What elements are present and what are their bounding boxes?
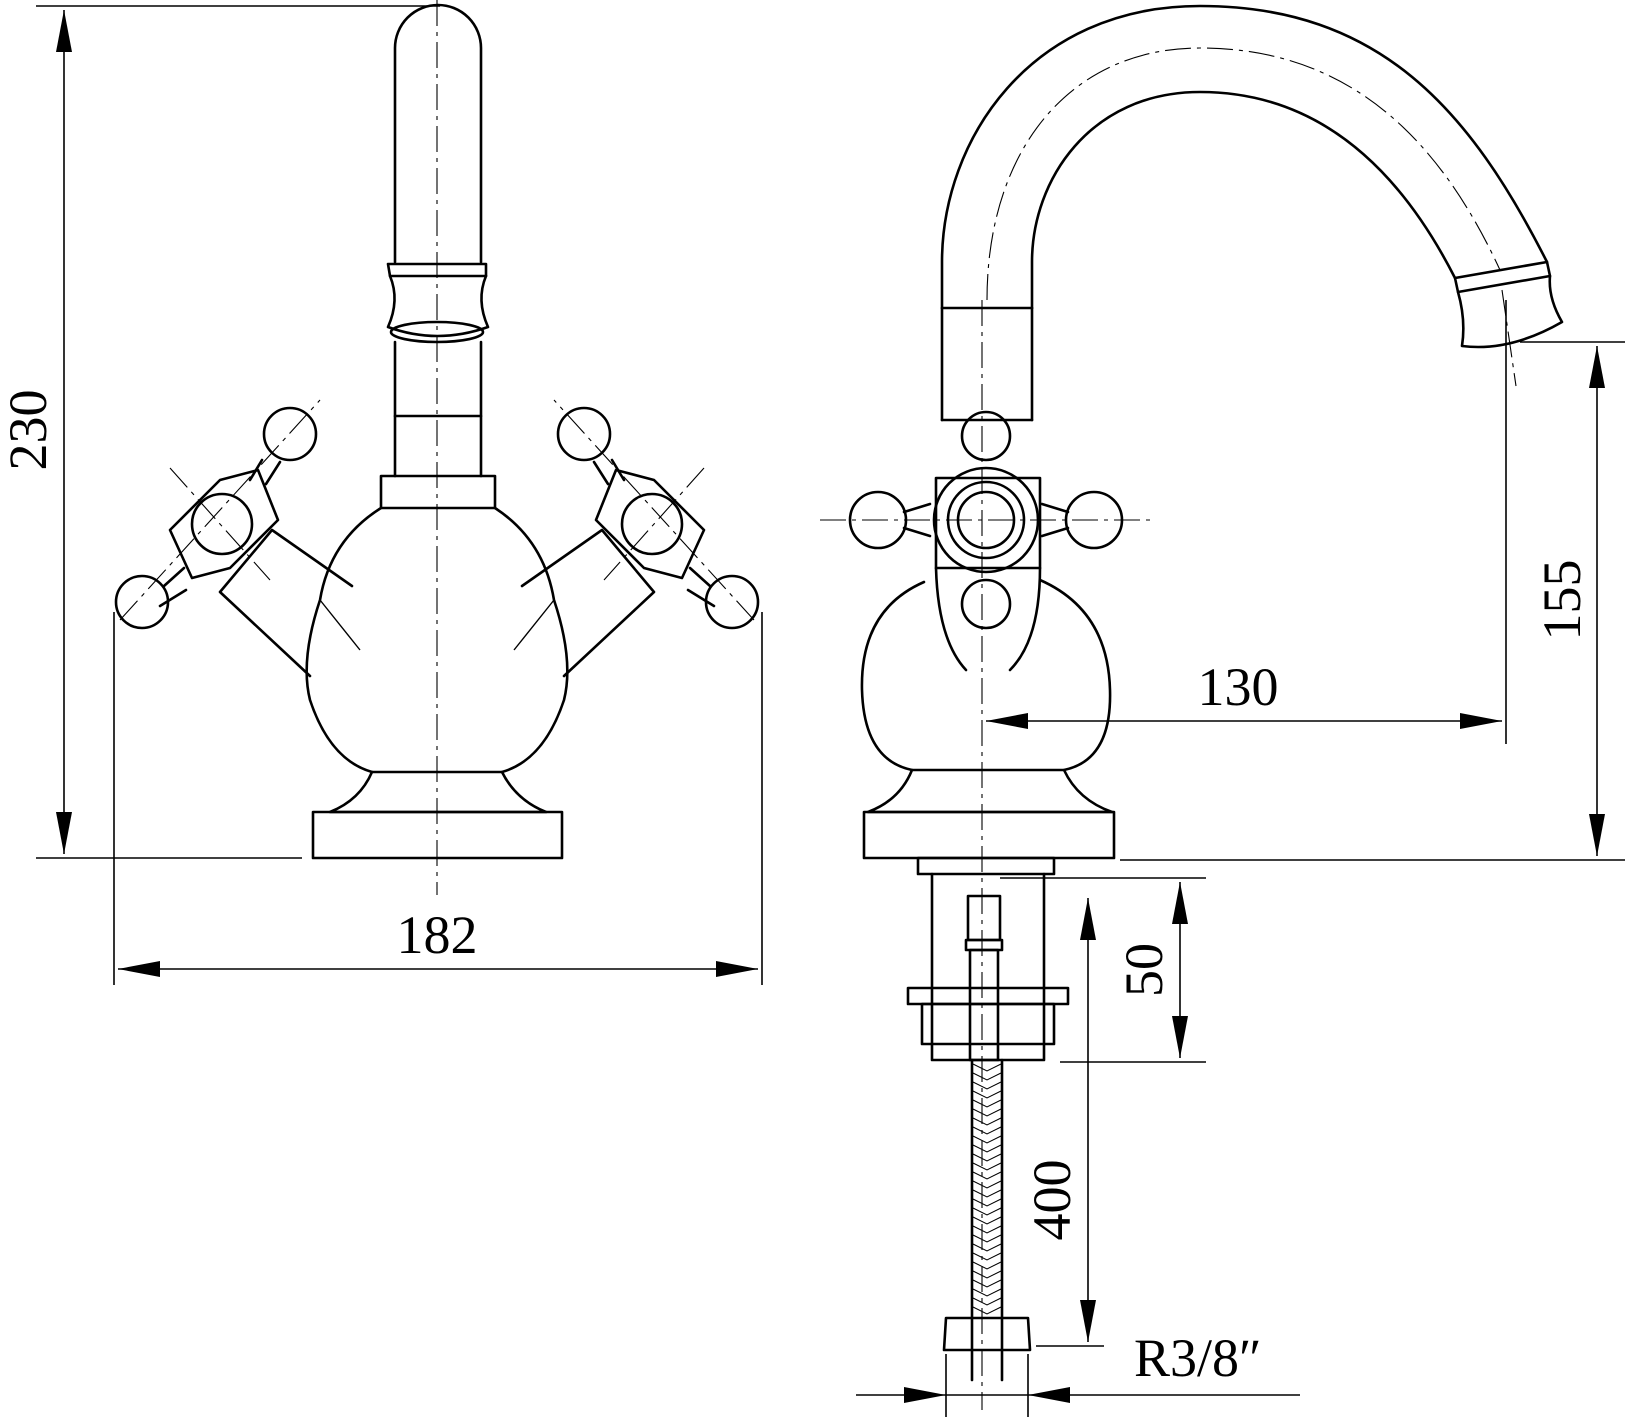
hose-braid-stroke [972, 1072, 1002, 1081]
hose-braid-stroke [972, 1180, 1002, 1189]
hose-braid-stroke [972, 1306, 1002, 1315]
hose-braid-stroke [972, 1261, 1002, 1270]
dim-label-shank-length: 50 [1114, 943, 1174, 997]
dimension-thread [856, 1354, 1300, 1417]
dimension-hose-length [1036, 898, 1104, 1347]
hose-braid-stroke [972, 1216, 1002, 1225]
hose-braid-stroke [972, 1063, 1002, 1072]
hose-braid-stroke [972, 1279, 1002, 1288]
hose-braid-stroke [972, 1252, 1002, 1261]
dimension-spout-height [1120, 341, 1625, 861]
hose-braid-stroke [972, 1270, 1002, 1279]
dimension-width-total [113, 612, 763, 985]
dim-label-spout-reach: 130 [1198, 657, 1279, 717]
hose-braid-stroke [972, 1153, 1002, 1162]
dim-label-hose-length: 400 [1022, 1160, 1082, 1241]
hose-braid-stroke [972, 1126, 1002, 1135]
hose-braid-stroke [972, 1081, 1002, 1090]
dim-label-thread: R3/8″ [1134, 1328, 1262, 1388]
hose-braid-stroke [972, 1234, 1002, 1243]
hose-braid-stroke [972, 1090, 1002, 1099]
hose-braid-stroke [972, 1108, 1002, 1117]
dimension-spout-reach [986, 300, 1507, 744]
dim-label-spout-height: 155 [1532, 560, 1592, 641]
hose-braid-stroke [972, 1207, 1002, 1216]
hose-braid-stroke [972, 1144, 1002, 1153]
hose-braid-stroke [972, 1288, 1002, 1297]
hose-braid-stroke [972, 1135, 1002, 1144]
side-view [820, 4, 1564, 1410]
hose-braid-stroke [972, 1099, 1002, 1108]
hose-braid-stroke [972, 1198, 1002, 1207]
hose-braid-stroke [972, 1162, 1002, 1171]
dimension-shank-length [1000, 877, 1206, 1063]
dim-label-height-total: 230 [0, 390, 58, 471]
dim-label-width-total: 182 [397, 905, 478, 965]
hose-braid-stroke [972, 1225, 1002, 1234]
hose-braid-stroke [972, 1189, 1002, 1198]
hose-braid-stroke [972, 1171, 1002, 1180]
hose-braid-stroke [972, 1243, 1002, 1252]
hose-braid-stroke [972, 1297, 1002, 1306]
dimension-height-total [36, 5, 440, 859]
hose-braid-stroke [972, 1117, 1002, 1126]
front-view [114, 0, 760, 895]
